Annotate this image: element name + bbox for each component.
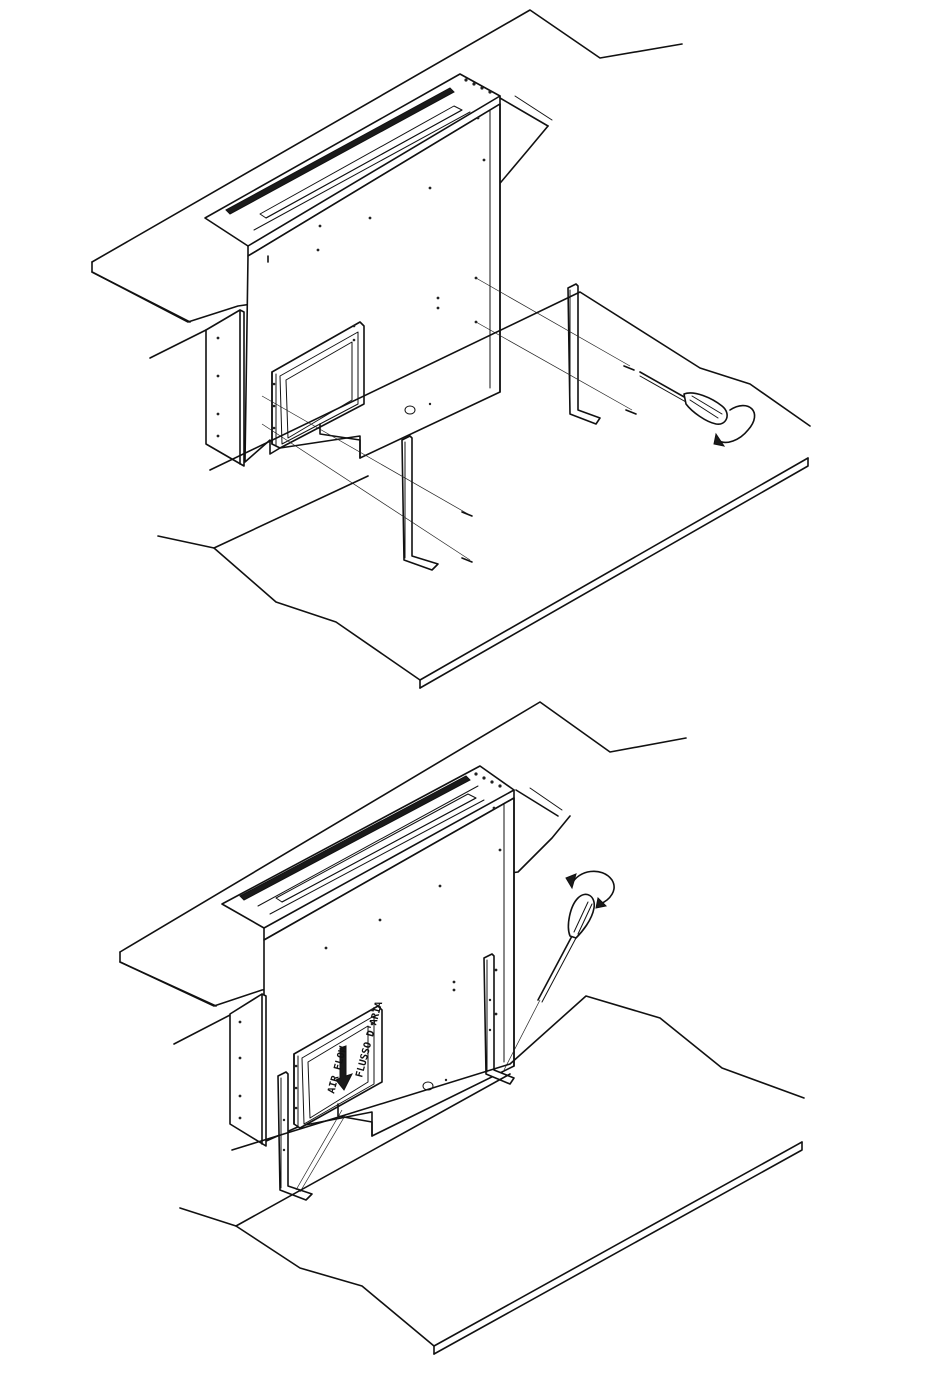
screwdriver-icon bbox=[640, 372, 727, 424]
screwdriver-icon-step-2 bbox=[538, 894, 594, 1002]
step-2-illustration: AIR FLOW FLUSSO D'ARIA bbox=[120, 702, 804, 1354]
support-bracket-left-step-1 bbox=[402, 436, 438, 570]
support-bracket-right-step-1 bbox=[568, 284, 600, 424]
step-1-illustration bbox=[92, 10, 810, 688]
